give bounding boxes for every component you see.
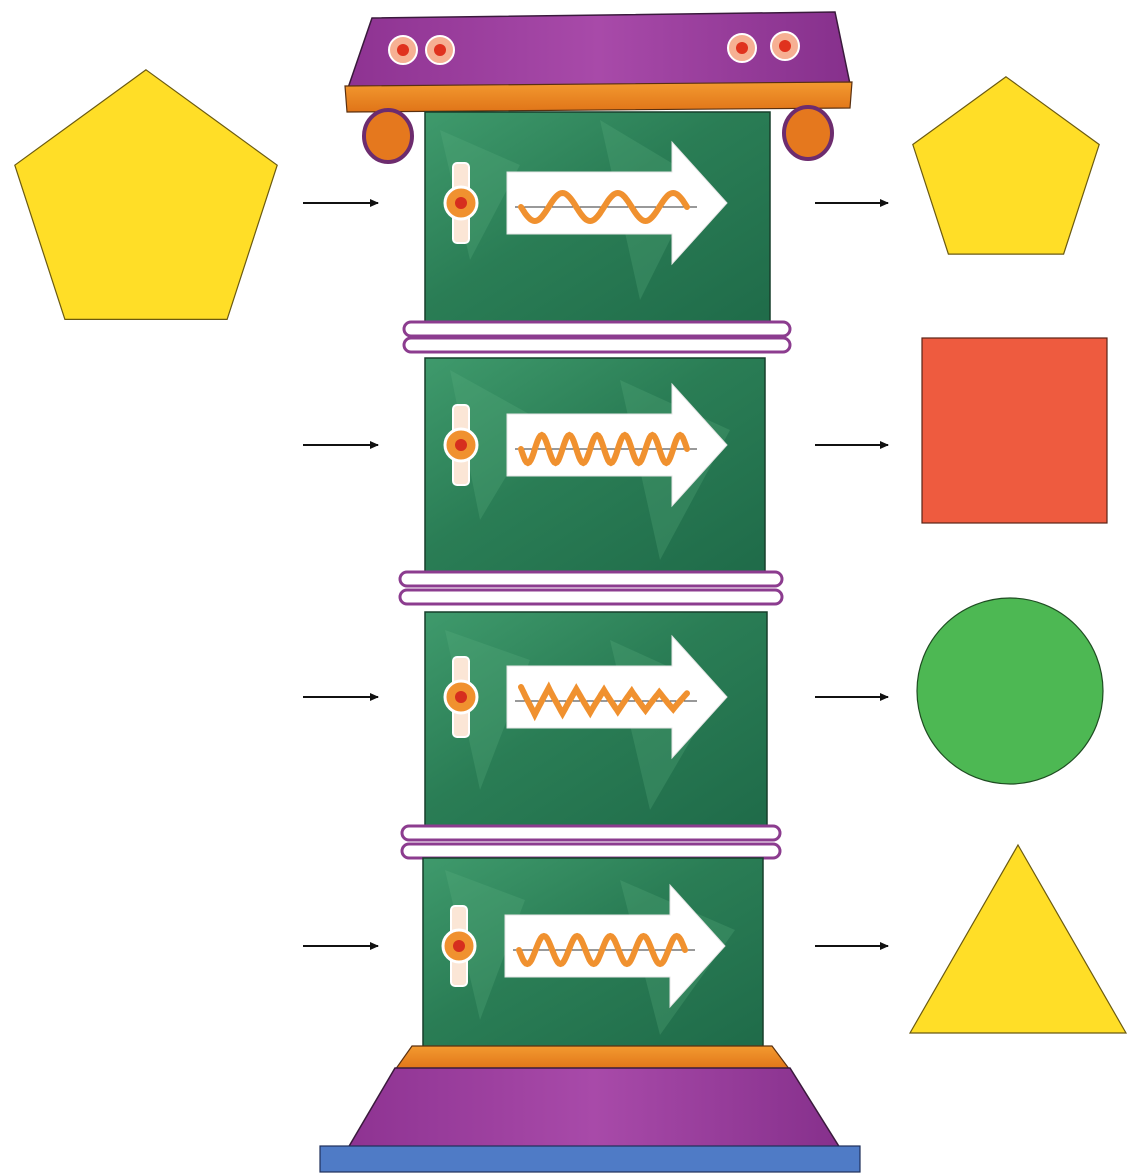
stage-connector-3	[402, 826, 780, 858]
input-pentagon-shape	[15, 70, 277, 320]
stage-connector-1	[404, 322, 790, 352]
stage-connector-2	[400, 572, 782, 604]
output-circle-shape	[917, 598, 1103, 784]
dial-center	[455, 197, 467, 209]
dial-center	[453, 940, 465, 952]
machine-base	[320, 1046, 860, 1172]
output-triangle-shape	[910, 845, 1126, 1033]
dial-center	[455, 439, 467, 451]
output-square-shape	[922, 338, 1107, 523]
output-pentagon-shape	[913, 77, 1099, 254]
dial-center	[455, 691, 467, 703]
